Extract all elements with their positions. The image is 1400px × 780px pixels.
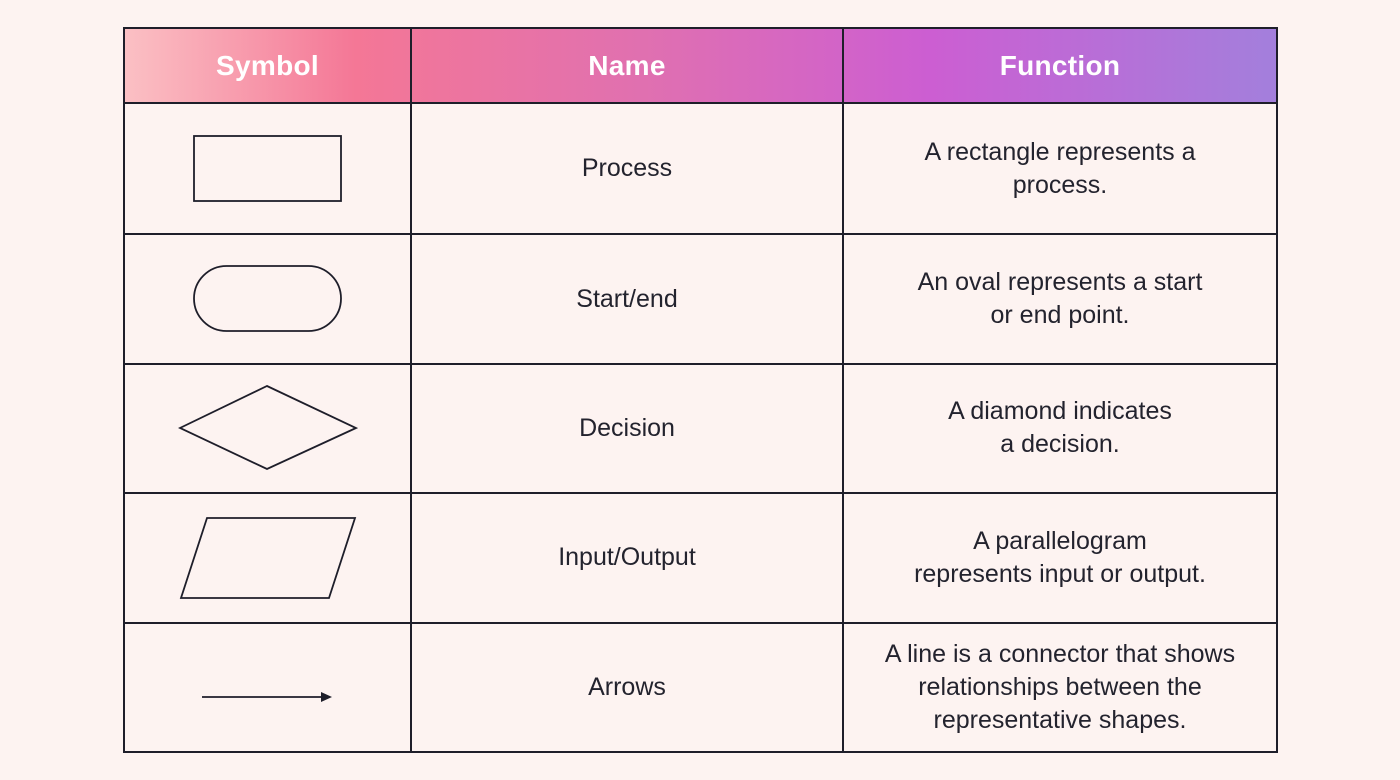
- table-header-row: Symbol Name Function: [125, 29, 1276, 104]
- parallelogram-icon: [179, 516, 356, 599]
- table-row-function: An oval represents a start or end point.: [917, 268, 1203, 330]
- name-cell-start-end: Start/end: [410, 233, 842, 363]
- symbol-cell-process: [125, 104, 410, 233]
- diamond-icon: [177, 385, 358, 471]
- header-function: Function: [842, 29, 1276, 104]
- function-cell-input-output: A parallelogram represents input or outp…: [842, 492, 1276, 622]
- function-cell-process: A rectangle represents a process.: [842, 104, 1276, 234]
- name-cell-input-output: Input/Output: [410, 492, 842, 622]
- table-row-function: A rectangle represents a process.: [924, 137, 1196, 199]
- table-row-name: Start/end: [576, 284, 678, 313]
- header-symbol: Symbol: [125, 29, 410, 104]
- table-row-function: A line is a connector that shows relatio…: [884, 639, 1236, 734]
- table-row-name: Decision: [579, 413, 675, 442]
- name-cell-process: Process: [410, 104, 842, 234]
- function-cell-arrows: A line is a connector that shows relatio…: [842, 621, 1276, 751]
- symbol-cell-input-output: [125, 492, 410, 621]
- arrow-icon: [201, 692, 332, 703]
- table-row-name: Process: [581, 154, 673, 183]
- oval-icon: [192, 265, 342, 332]
- name-cell-arrows: Arrows: [410, 621, 842, 751]
- table-row-function: A parallelogram represents input or outp…: [914, 526, 1206, 588]
- function-cell-decision: A diamond indicates a decision.: [842, 362, 1276, 493]
- symbol-cell-start-end: [125, 233, 410, 362]
- symbol-cell-decision: [125, 362, 410, 492]
- table-row-name: Input/Output: [558, 543, 696, 572]
- flowchart-symbols-table: Symbol Name Function Process A rectangle…: [123, 27, 1278, 753]
- symbol-cell-arrows: [125, 621, 410, 751]
- table-row-function: A diamond indicates a decision.: [948, 397, 1172, 459]
- name-cell-decision: Decision: [410, 362, 842, 493]
- header-name: Name: [410, 29, 842, 104]
- function-cell-start-end: An oval represents a start or end point.: [842, 233, 1276, 363]
- rectangle-icon: [192, 134, 342, 202]
- table-row-name: Arrows: [588, 672, 666, 701]
